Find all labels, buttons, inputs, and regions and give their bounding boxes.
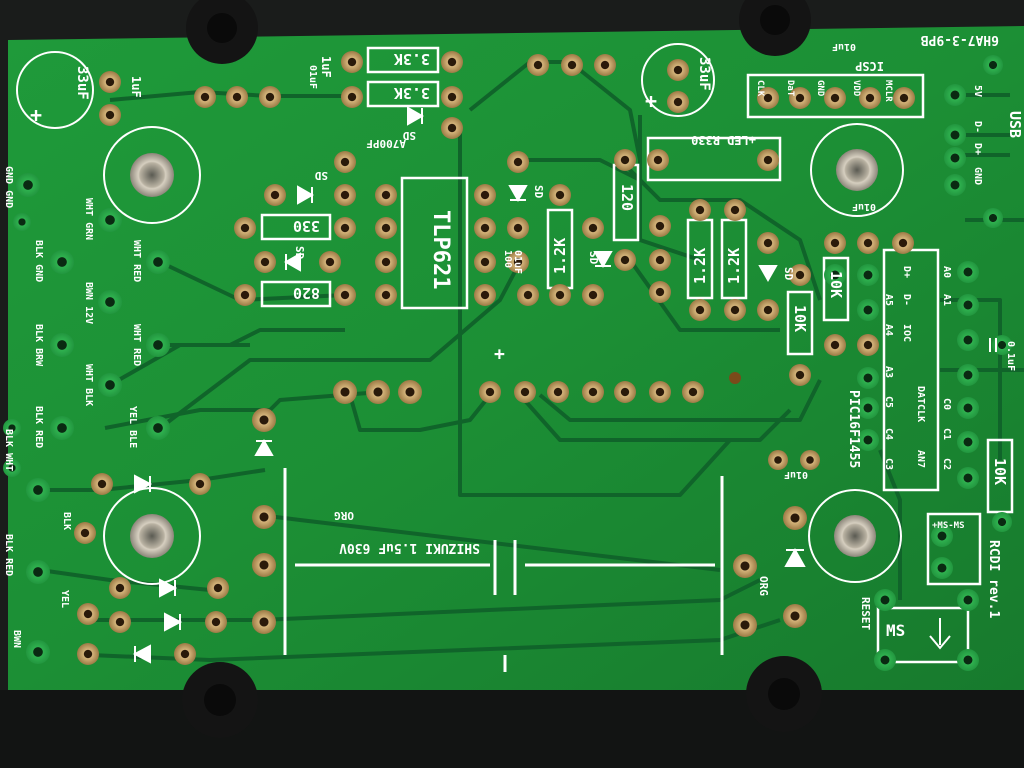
pic-pin-c5: C5 xyxy=(883,396,894,408)
pic-pin-c2: C2 xyxy=(941,458,952,470)
usb-gnd-label: GND xyxy=(972,167,983,185)
svg-text:+: + xyxy=(494,344,505,365)
wire-label-1: WHT GRN xyxy=(83,198,94,240)
diode-sd-d-label: SD xyxy=(532,185,545,199)
icsp-clk-label: CLK xyxy=(755,80,765,97)
orange-label-b: ORG xyxy=(757,576,770,596)
cap-100-label: 100 xyxy=(502,250,513,268)
cap-1uf-a-label: 1uF xyxy=(129,76,143,98)
cap-01uf-c-label: 01uF xyxy=(852,201,876,212)
wire-label-10: BLK WHT xyxy=(3,429,14,471)
green-pads xyxy=(3,55,1012,671)
res-1k2-b-label: 1.2K xyxy=(691,248,709,284)
res-10k-b-label: 10K xyxy=(791,305,809,332)
chip-pic-label: PIC16F1455 xyxy=(846,390,861,468)
standoff-posts xyxy=(182,0,822,738)
icsp-dat-label: DaT xyxy=(785,80,795,97)
wire-label-13: YEL xyxy=(59,590,70,608)
down-arrow-icon xyxy=(929,618,951,650)
cap-01uf-e-label: 01uF xyxy=(307,65,318,89)
orange-label-a: ORG xyxy=(334,509,354,522)
pic-pin-an7: AN7 xyxy=(915,450,926,468)
wire-label-9: YEL BLE xyxy=(127,406,138,448)
capacitor-outline xyxy=(283,468,724,672)
cap-a700pf-label: A700PF xyxy=(366,137,406,150)
diode-sd-f-label: SD xyxy=(782,267,795,281)
pic-pin-a0: A0 xyxy=(941,266,952,278)
wire-label-4: BWN 12V xyxy=(83,282,94,324)
wire-label-12: BLK RED xyxy=(3,534,14,576)
pic-pin-ioc: IOC xyxy=(901,324,912,342)
cap-01uf-b-label: 01uF xyxy=(832,41,856,52)
wire-label-2: BLK GND xyxy=(33,240,44,282)
svg-text:+: + xyxy=(645,89,657,113)
res-3k3-b-label: 3.3K xyxy=(394,84,430,102)
res-3k3-a-label: 3.3K xyxy=(394,50,430,68)
ms-header-label: +MS-MS xyxy=(932,521,965,531)
pic-pin-c0: C0 xyxy=(941,398,952,410)
board-id-label: 6HA7-3-9PB xyxy=(921,32,999,47)
ms-switch-label: MS xyxy=(886,621,905,640)
res-1k2-c-label: 1.2K xyxy=(725,248,743,284)
diode-symbols xyxy=(132,106,997,664)
pic-pin-a5: A5 xyxy=(883,294,894,306)
cap-01uf-a-label: 01uF xyxy=(512,250,523,274)
wire-label-14: BWN xyxy=(11,630,22,648)
cap-1uf-b-label: 1uF xyxy=(319,56,333,78)
led-label: +LED xyxy=(727,133,756,147)
mounting-holes xyxy=(16,43,904,585)
board-rev-label: RCDI rev.1 xyxy=(986,540,1001,618)
wire-label-8: BLK RED xyxy=(33,406,44,448)
wire-label-0: GND GND xyxy=(3,166,14,208)
res-820-label: 820 xyxy=(293,284,320,302)
usb-dplus-label: D+ xyxy=(972,143,983,155)
wire-label-6: WHT RED xyxy=(131,324,142,366)
usb-5v-label: 5V xyxy=(972,85,983,97)
svg-text:+: + xyxy=(30,103,42,127)
diode-sd-e-label: SD xyxy=(587,251,600,265)
usb-label: USB xyxy=(1006,111,1024,138)
wire-label-5: BLK BRW xyxy=(33,324,44,367)
icsp-gnd-label: GND xyxy=(815,80,825,97)
pic-pin-c4: C4 xyxy=(883,428,894,440)
diode-sd-a-label: SD xyxy=(314,169,328,182)
cap-0-1uf-label: 0.1uF xyxy=(1005,341,1016,371)
pic-pin-dminus: D- xyxy=(901,294,912,306)
wire-label-7: WHT BLK xyxy=(83,364,94,406)
res-120-label: 120 xyxy=(618,184,636,211)
res-10k-c-label: 10K xyxy=(991,458,1009,485)
gold-pads xyxy=(74,51,915,665)
pic-pin-a1: A1 xyxy=(941,294,952,306)
cap-33uf-left-label: 33uF xyxy=(74,66,90,100)
icsp-mclr-label: MCLR xyxy=(883,80,893,102)
diode-sd-b-label: SD xyxy=(293,246,306,260)
pic-pin-c3: C3 xyxy=(883,458,894,470)
cap-01uf-d-label: 01uF xyxy=(784,469,808,480)
silkscreen-labels: 6HA7-3-9PB RCDI rev.1 USB 33uF 1uF 1uF 3… xyxy=(3,32,1024,648)
diode-sd-c-label: SD xyxy=(402,129,416,142)
wire-label-11: BLK xyxy=(61,512,72,530)
pic-pin-a3: A3 xyxy=(883,366,894,378)
icsp-label: ICSP xyxy=(855,59,884,73)
pic-pin-c1: C1 xyxy=(941,428,952,440)
wire-label-3: WHT RED xyxy=(131,240,142,282)
big-capacitor-label: SHIZUKI 1.5uF 630V xyxy=(339,540,480,555)
reset-label: RESET xyxy=(859,597,872,630)
usb-dminus-label: D- xyxy=(972,121,983,133)
icsp-vdd-label: VDD xyxy=(851,80,861,97)
res-r330-label: R330 xyxy=(691,133,720,147)
res-10k-a-label: 10K xyxy=(827,271,845,298)
res-330-label: 330 xyxy=(293,217,320,235)
chip-tlp621-label: TLP621 xyxy=(428,210,453,289)
cap-33uf-right-label: 33uF xyxy=(696,57,712,91)
pic-pin-dplus: D+ xyxy=(901,266,912,278)
pic-pin-datclk: DATCLK xyxy=(915,386,926,422)
pic-pin-a4: A4 xyxy=(883,324,894,336)
res-1k2-a-label: 1.2K xyxy=(551,238,569,274)
